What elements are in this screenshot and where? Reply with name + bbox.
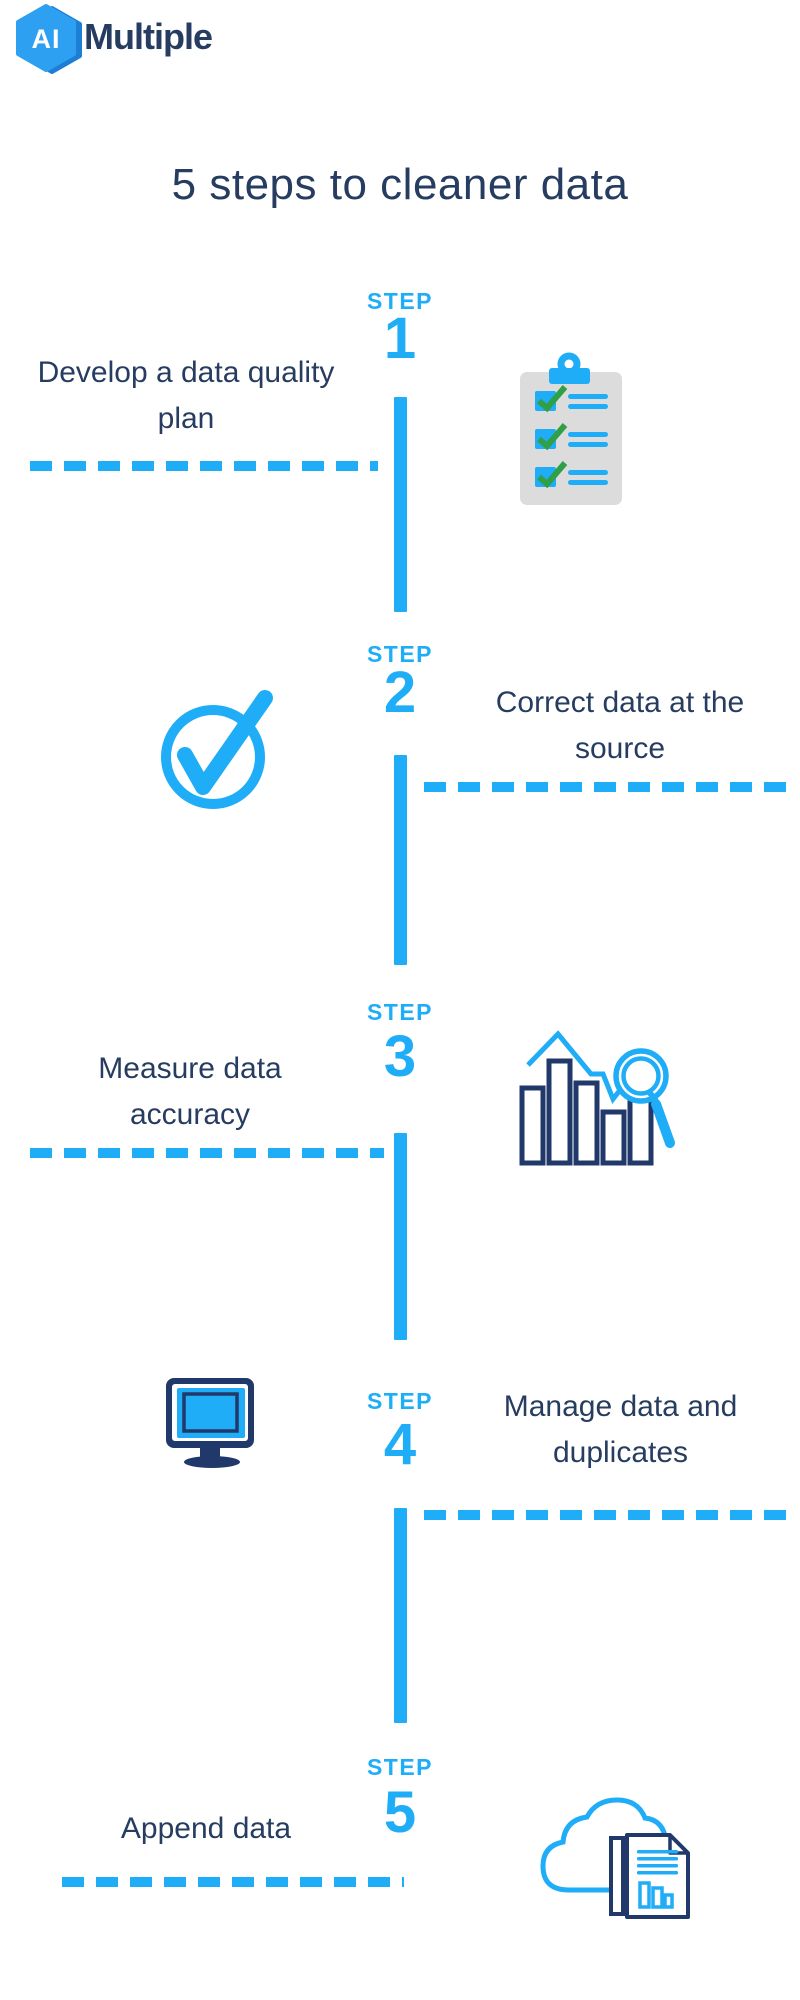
logo: AI Multiple [0, 0, 300, 80]
step-2-label: STEP [366, 641, 434, 667]
step-5-label: STEP [366, 1754, 434, 1780]
step-4-text: Manage data and duplicates [503, 1390, 738, 1469]
step-5-dashed-line [62, 1877, 404, 1887]
step-1-dashed-line [30, 461, 378, 471]
clipboard-checklist-icon [520, 352, 622, 505]
logo-hexagon-icon: AI [16, 4, 82, 74]
step-1-label: STEP [366, 288, 434, 314]
step-2-number: 2 [383, 660, 417, 725]
cloud-document-icon [540, 1797, 690, 1919]
step-5-text: Append data [120, 1812, 292, 1845]
logo-hexagon-text: AI [32, 24, 61, 54]
timeline-bar-1 [394, 397, 407, 612]
brand-name: Multiple [84, 16, 213, 57]
step-3-text: Measure data accuracy [98, 1052, 282, 1131]
step-3-dashed-line [30, 1148, 384, 1158]
step-1-text: Develop a data quality plan [37, 356, 335, 435]
step-4-dashed-line [424, 1510, 791, 1520]
check-circle-icon [161, 690, 273, 809]
step-4-label: STEP [366, 1388, 434, 1414]
timeline-bar-4 [394, 1508, 407, 1723]
step-5-number: 5 [383, 1780, 417, 1845]
step-3-label: STEP [366, 999, 434, 1025]
step-2-dashed-line [424, 782, 791, 792]
monitor-icon [166, 1378, 254, 1468]
step-3-number: 3 [383, 1024, 417, 1089]
step-2-text: Correct data at the source [495, 686, 745, 765]
step-1-number: 1 [383, 306, 417, 371]
bar-chart-magnifier-icon [519, 1030, 675, 1166]
timeline-bar-3 [394, 1133, 407, 1340]
page-title: 5 steps to cleaner data [171, 160, 629, 209]
timeline-bar-2 [394, 755, 407, 965]
step-4-number: 4 [383, 1412, 417, 1477]
